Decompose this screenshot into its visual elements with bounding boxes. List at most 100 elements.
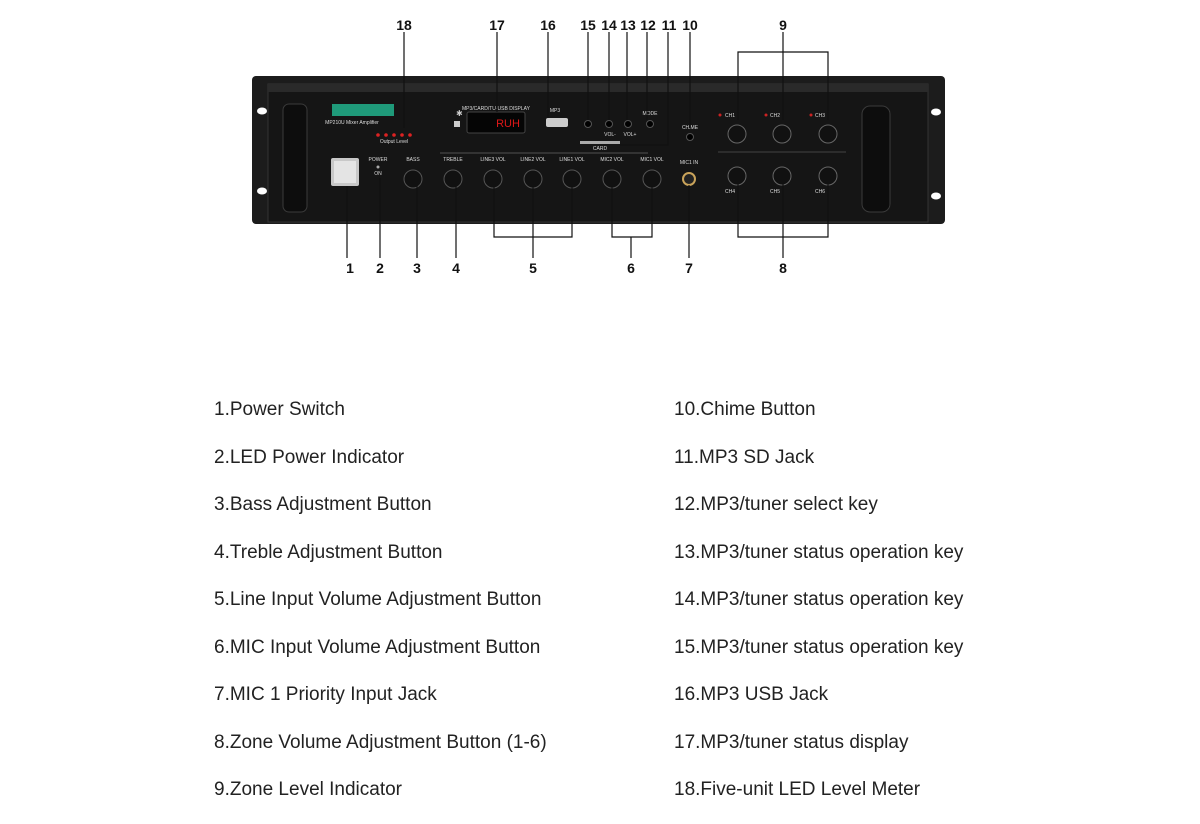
top-callout-numbers: 18 17 16 15 14 13 12 11 10 9 xyxy=(396,17,787,33)
vol-minus-label: VOL- xyxy=(604,132,616,138)
legend-item: 3.Bass Adjustment Button xyxy=(214,494,432,515)
legend-item: 9.Zone Level Indicator xyxy=(214,779,403,800)
callout-10: 10 xyxy=(682,17,698,33)
bass-label: BASS xyxy=(406,157,420,163)
chassis-top-edge xyxy=(268,84,928,92)
zone-led xyxy=(718,113,722,117)
callout-9: 9 xyxy=(779,17,787,33)
callout-3: 3 xyxy=(413,260,421,276)
mp3-buttons xyxy=(584,120,654,128)
mic1-volume-knob[interactable] xyxy=(642,169,662,189)
sd-card-slot[interactable] xyxy=(580,141,620,144)
bass-knob[interactable] xyxy=(403,169,423,189)
ch3-label: CH3 xyxy=(815,113,825,119)
zone-led xyxy=(809,113,813,117)
ch2-label: CH2 xyxy=(770,113,780,119)
legend-item: 14.MP3/tuner status operation key xyxy=(674,589,964,610)
legend-item: 2.LED Power Indicator xyxy=(214,446,405,468)
line1-volume-knob[interactable] xyxy=(562,169,582,189)
legend-item: 4.Treble Adjustment Button xyxy=(214,541,443,563)
legend-item: 12.MP3/tuner select key xyxy=(674,494,878,515)
vol-plus-label: VOL+ xyxy=(624,132,637,138)
bluetooth-icon: ✱ xyxy=(456,109,463,118)
usb-jack[interactable] xyxy=(546,118,568,127)
output-level-label: Output Level xyxy=(380,139,408,145)
line2-volume-knob[interactable] xyxy=(523,169,543,189)
ch6-label: CH6 xyxy=(815,189,825,195)
treble-label: TREBLE xyxy=(443,157,463,163)
mic2-volume-knob[interactable] xyxy=(602,169,622,189)
legend-item: 16.MP3 USB Jack xyxy=(674,684,829,705)
legend-item: 5.Line Input Volume Adjustment Button xyxy=(214,589,542,610)
rack-hole xyxy=(931,108,941,116)
amplifier-front-panel-diagram: MP210U Mixer Amplifier Output Level MP3/… xyxy=(252,17,945,276)
ch6-knob[interactable] xyxy=(818,166,838,186)
rack-hole xyxy=(257,107,267,115)
callout-16: 16 xyxy=(540,17,556,33)
mic1-jack[interactable] xyxy=(682,172,696,186)
ch1-knob[interactable] xyxy=(727,124,747,144)
ch2-knob[interactable] xyxy=(772,124,792,144)
rack-hole xyxy=(931,192,941,200)
legend-item: 7.MIC 1 Priority Input Jack xyxy=(214,684,437,705)
legend-item: 6.MIC Input Volume Adjustment Button xyxy=(214,636,541,658)
front-knobs: BASS TREBLE LINE3 VOL LINE2 VOL LINE1 VO… xyxy=(403,157,664,189)
ch3-knob[interactable] xyxy=(818,124,838,144)
legend-item: 10.Chime Button xyxy=(674,399,816,420)
power-switch-rocker xyxy=(334,161,356,183)
callout-7: 7 xyxy=(685,260,693,276)
line2-label: LINE2 VOL xyxy=(520,157,546,163)
line1-label: LINE1 VOL xyxy=(559,157,585,163)
legend-item: 8.Zone Volume Adjustment Button (1-6) xyxy=(214,731,547,753)
led-level-meter xyxy=(376,133,412,137)
display-value: RUH xyxy=(496,118,520,130)
chime-button[interactable] xyxy=(686,133,694,141)
card-label: CARD xyxy=(593,146,608,152)
legend-item: 13.MP3/tuner status operation key xyxy=(674,541,964,563)
mode-button[interactable] xyxy=(646,120,654,128)
brand-logo xyxy=(332,104,394,116)
left-handle xyxy=(282,103,308,213)
ch5-label: CH5 xyxy=(770,189,780,195)
legend-left-column: 1.Power Switch 2.LED Power Indicator 3.B… xyxy=(214,396,547,824)
model-label: MP210U Mixer Amplifier xyxy=(325,120,379,126)
zone-knobs: CH1 CH2 CH3 CH4 CH5 CH6 xyxy=(718,113,846,195)
sd-icon xyxy=(454,121,460,127)
mic1-label: MIC1 VOL xyxy=(640,157,664,163)
power-label: POWER xyxy=(369,157,388,163)
rack-hole xyxy=(257,187,267,195)
ch4-label: CH4 xyxy=(725,189,735,195)
callout-6: 6 xyxy=(627,260,635,276)
mic1-in-label: MIC1 IN xyxy=(680,160,699,166)
mic2-label: MIC2 VOL xyxy=(600,157,624,163)
mp3-button-15[interactable] xyxy=(584,120,592,128)
legend-item: 17.MP3/tuner status display xyxy=(674,731,909,753)
callout-2: 2 xyxy=(376,260,384,276)
bottom-callout-numbers: 1 2 3 4 5 6 7 8 xyxy=(346,260,787,276)
line3-label: LINE3 VOL xyxy=(480,157,506,163)
on-label: ON xyxy=(374,171,382,177)
callout-15: 15 xyxy=(580,17,596,33)
mp3-label: MP3 xyxy=(550,108,561,114)
line3-volume-knob[interactable] xyxy=(483,169,503,189)
ch5-knob[interactable] xyxy=(772,166,792,186)
legend-item: 11.MP3 SD Jack xyxy=(674,446,815,468)
callout-12: 12 xyxy=(640,17,656,33)
power-led xyxy=(376,165,380,169)
callout-14: 14 xyxy=(601,17,617,33)
callout-4: 4 xyxy=(452,260,460,276)
right-handle xyxy=(861,105,891,213)
callout-18: 18 xyxy=(396,17,412,33)
callout-13: 13 xyxy=(620,17,636,33)
ch4-knob[interactable] xyxy=(727,166,747,186)
legend-item: 1.Power Switch xyxy=(214,399,345,420)
callout-17: 17 xyxy=(489,17,505,33)
legend-item: 18.Five-unit LED Level Meter xyxy=(674,779,921,800)
mp3-button-14[interactable] xyxy=(605,120,613,128)
zone-led xyxy=(764,113,768,117)
callout-11: 11 xyxy=(662,17,677,33)
mp3-button-13[interactable] xyxy=(624,120,632,128)
mp3-display xyxy=(466,111,526,134)
legend-item: 15.MP3/tuner status operation key xyxy=(674,636,964,658)
treble-knob[interactable] xyxy=(443,169,463,189)
